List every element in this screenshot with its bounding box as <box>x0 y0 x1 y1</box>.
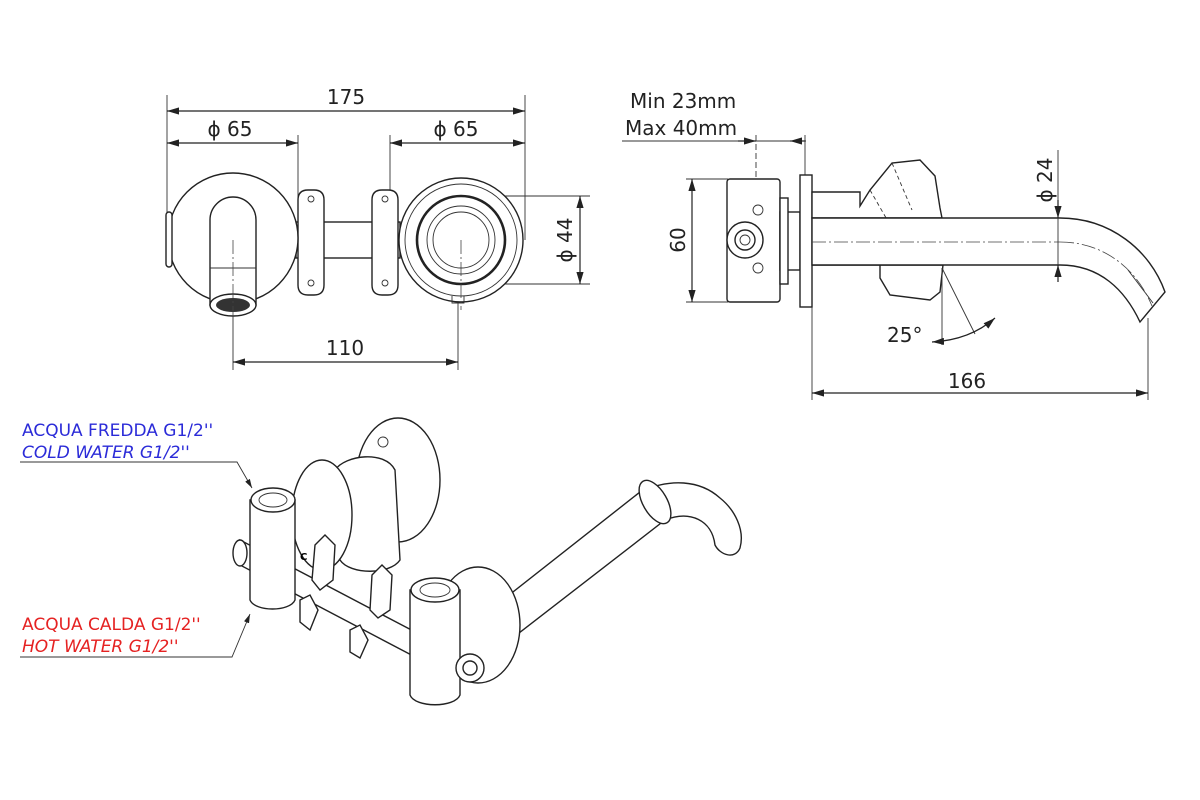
wall-min-label: Min 23mm <box>630 89 736 113</box>
wall-flange <box>799 174 813 308</box>
bracket-left <box>297 189 325 296</box>
dim-60-label: 60 <box>666 227 690 252</box>
wall-max-label: Max 40mm <box>625 116 737 140</box>
right-rosette <box>398 177 524 310</box>
spout-side <box>811 217 1166 324</box>
dim-166-label: 166 <box>948 369 986 393</box>
side-view: Min 23mm Max 40mm 60 ϕ 24 <box>622 89 1166 400</box>
lever-handle <box>811 159 943 219</box>
dim-65-right-label: ϕ 65 <box>434 117 479 141</box>
angle-label: 25° <box>887 323 922 347</box>
isometric-view: C <box>232 417 742 706</box>
dim-175-label: 175 <box>327 85 365 109</box>
hot-water-callout: ACQUA CALDA G1/2'' HOT WATER G1/2'' <box>20 613 251 658</box>
cold-label-it: ACQUA FREDDA G1/2'' <box>22 421 213 441</box>
cold-label-en: COLD WATER G1/2'' <box>22 443 190 463</box>
dim-44-label: ϕ 44 <box>553 218 577 263</box>
dim-24-label: ϕ 24 <box>1033 158 1057 203</box>
dim-65-left-label: ϕ 65 <box>208 117 253 141</box>
dim-110-label: 110 <box>326 336 364 360</box>
bracket-right <box>371 189 399 296</box>
front-view: 175 ϕ 65 ϕ 65 ϕ 44 110 <box>165 85 590 370</box>
hot-label-en: HOT WATER G1/2'' <box>22 637 179 657</box>
svg-text:C: C <box>300 552 307 563</box>
cold-water-callout: ACQUA FREDDA G1/2'' COLD WATER G1/2'' <box>20 421 253 489</box>
hot-label-it: ACQUA CALDA G1/2'' <box>22 615 201 635</box>
